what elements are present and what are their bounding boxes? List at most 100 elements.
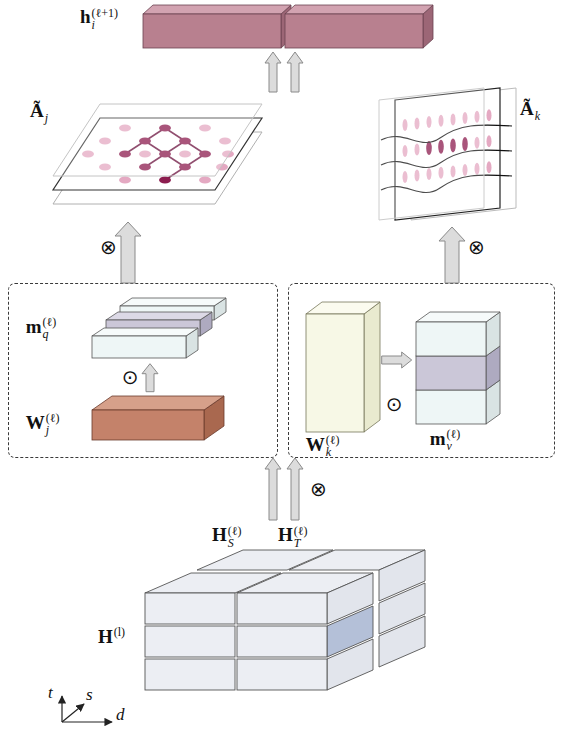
spatial-planes <box>53 104 262 204</box>
math-base: W <box>306 434 325 455</box>
math-subscript: v <box>447 440 461 452</box>
axis-label: d <box>116 704 125 726</box>
graph-node <box>159 177 171 184</box>
cube-front <box>145 593 235 624</box>
math-superscript: (ℓ) <box>43 316 57 328</box>
temporal-branch-box: ⊙Wk(ℓ)mv(ℓ) <box>288 283 555 458</box>
spatial-weight-block: Wj(ℓ) <box>22 392 227 444</box>
cube-side <box>379 616 425 667</box>
flow-arrow <box>382 352 412 368</box>
node-label: HS(ℓ) <box>212 524 242 549</box>
spatial-attention-map: Ãj <box>28 92 281 222</box>
node-label: Ãk <box>520 98 540 122</box>
cube-front <box>145 659 235 690</box>
math-base: h <box>80 6 91 27</box>
cube-front <box>237 659 327 690</box>
cube-side <box>327 639 373 690</box>
math-subscript: k <box>326 446 340 458</box>
math-base: H <box>278 524 293 545</box>
time-node <box>487 161 492 173</box>
math-scripts: i(ℓ+1) <box>92 7 119 31</box>
node-label: Wk(ℓ) <box>306 434 340 459</box>
math-base: Ã <box>30 100 44 121</box>
math-superscript: (ℓ) <box>326 434 340 446</box>
math-superscript: (ℓ) <box>294 525 308 537</box>
cube-front <box>237 626 327 657</box>
temporal-weight-slab <box>306 302 380 432</box>
slab-top <box>92 396 224 410</box>
block-top <box>143 5 291 14</box>
math-superscript: (ℓ) <box>228 525 242 537</box>
feature-cube <box>145 550 425 690</box>
value-mask-block: mv(ℓ) <box>412 304 540 454</box>
math-scripts: j <box>45 112 48 124</box>
math-subscript: S <box>228 537 242 549</box>
slab-front <box>306 314 364 432</box>
axis-label: t <box>48 682 53 704</box>
operator-symbol: ⊗ <box>100 236 117 258</box>
flow-arrow <box>142 364 158 392</box>
flow-arrow <box>265 458 281 520</box>
operator-symbol: ⊗ <box>310 478 327 500</box>
math-base: W <box>26 412 45 433</box>
flow-arrow <box>287 52 303 92</box>
node-label: Wj(ℓ) <box>26 412 60 437</box>
math-scripts: S(ℓ) <box>228 525 242 549</box>
node-label: HT(ℓ) <box>278 524 308 549</box>
math-scripts: j(ℓ) <box>46 412 60 436</box>
output-blocks <box>143 5 433 48</box>
axis-line <box>61 696 62 722</box>
slab-front <box>92 410 204 440</box>
math-base: H <box>212 524 227 545</box>
axis-line <box>62 721 112 722</box>
math-scripts: T(ℓ) <box>294 525 308 549</box>
block-top <box>120 298 226 306</box>
query-mask-stack <box>92 298 226 358</box>
temporal-weight-block: Wk(ℓ) <box>300 296 382 456</box>
flow-arrow <box>287 458 303 520</box>
spatial-branch-box: ⊙mq(ℓ)Wj(ℓ) <box>8 283 278 458</box>
math-scripts: q(ℓ) <box>43 316 57 340</box>
block-front <box>143 14 281 48</box>
graph-node <box>119 177 131 184</box>
math-subscript: q <box>43 328 57 340</box>
math-base: m <box>26 316 42 337</box>
math-base: Ã <box>520 98 534 119</box>
block-front <box>416 356 486 390</box>
math-superscript: (ℓ+1) <box>92 7 119 19</box>
temporal-planes <box>379 88 516 220</box>
flow-arrow <box>115 222 141 283</box>
math-subscript: k <box>535 110 540 122</box>
plane <box>379 88 484 220</box>
math-superscript: (ℓ) <box>447 428 461 440</box>
math-subscript: j <box>45 112 48 124</box>
time-node <box>487 135 492 147</box>
flow-arrow <box>439 227 465 283</box>
math-scripts: k(ℓ) <box>326 434 340 458</box>
block-top <box>92 328 198 336</box>
flow-arrow <box>265 52 281 92</box>
block-front <box>416 390 486 424</box>
slab-top <box>306 302 380 314</box>
math-subscript: j <box>46 424 60 436</box>
math-base: H <box>98 626 113 647</box>
graph-node <box>199 177 211 184</box>
output-embedding: hi(ℓ+1) <box>75 2 433 52</box>
cube-front <box>145 626 235 657</box>
feature-tensor: HS(ℓ)HT(ℓ)H(l) <box>95 520 445 692</box>
value-mask-stack <box>416 312 500 424</box>
time-node <box>487 109 492 121</box>
operator-symbol: ⊗ <box>468 236 485 258</box>
axis-label: s <box>86 684 93 706</box>
block-top <box>285 5 433 14</box>
node-label: Ãj <box>30 100 48 124</box>
node-label: hi(ℓ+1) <box>80 6 118 31</box>
block-top <box>416 312 500 322</box>
math-subscript: T <box>294 537 308 549</box>
spatial-weight-slab <box>92 396 224 440</box>
node-label: ⊙ <box>122 366 139 388</box>
math-scripts: (l) <box>114 626 125 638</box>
block-front <box>416 322 486 356</box>
